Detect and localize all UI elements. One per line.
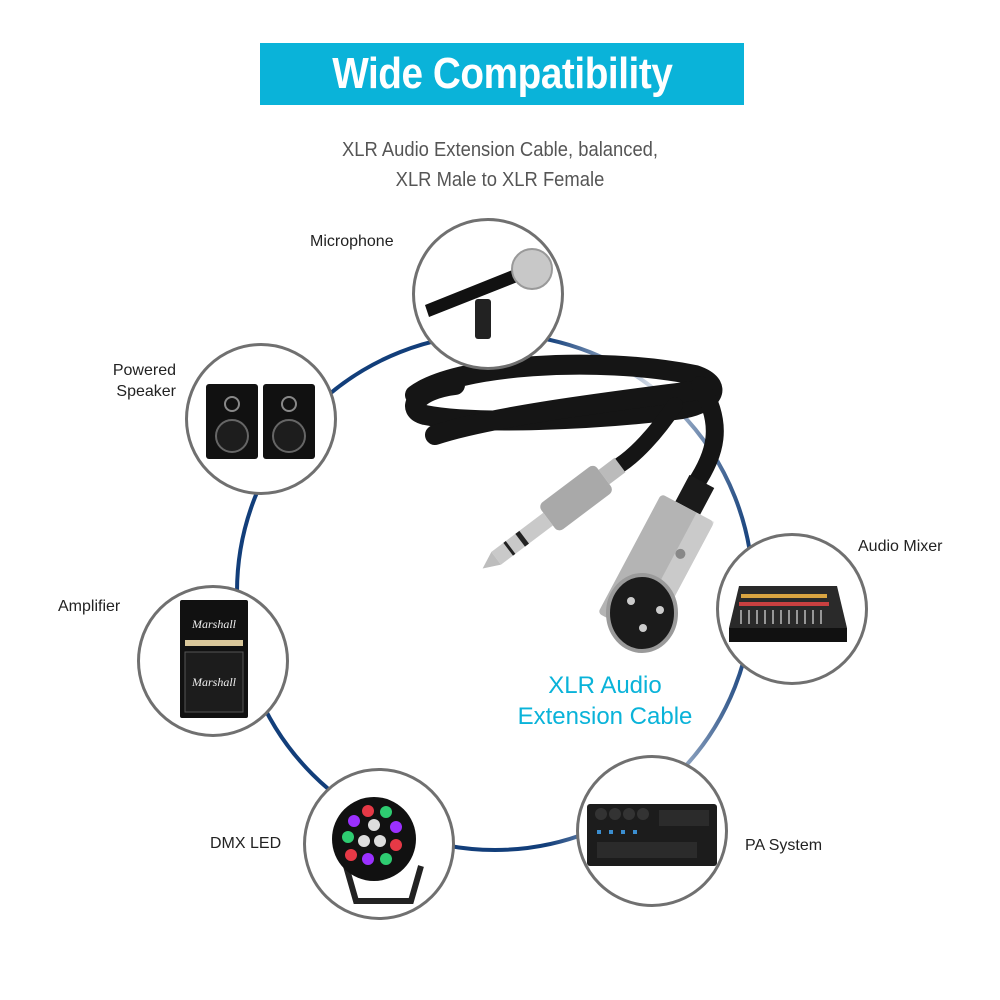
device-label-pa-system: PA System (745, 837, 823, 854)
subtitle: XLR Audio Extension Cable, balanced, XLR… (40, 135, 960, 195)
microphone-icon (425, 248, 553, 339)
subtitle-line-1: XLR Audio Extension Cable, balanced, (341, 139, 659, 161)
device-node-audio-mixer[interactable] (716, 533, 868, 685)
device-node-microphone[interactable] (412, 218, 564, 370)
device-node-amplifier[interactable]: Marshall Marshall (137, 585, 289, 737)
subtitle-line-2: XLR Male to XLR Female (395, 169, 605, 191)
device-label-speaker: Powered Speaker (112, 362, 176, 400)
speaker-icon (206, 384, 315, 459)
amplifier-icon: Marshall Marshall (180, 600, 248, 718)
device-label-audio-mixer: Audio Mixer (858, 538, 943, 555)
pa-mixer-icon (587, 804, 717, 866)
svg-text:Marshall: Marshall (191, 675, 237, 689)
device-node-pa-system[interactable] (576, 755, 728, 907)
xlr-cable-icon (405, 354, 724, 653)
device-label-amplifier: Amplifier (58, 598, 121, 615)
device-label-microphone: Microphone (310, 233, 394, 250)
product-label: XLR Audio Extension Cable (490, 670, 720, 732)
title-banner: Wide Compatibility (260, 43, 744, 105)
svg-text:Marshall: Marshall (191, 617, 237, 631)
device-node-speaker[interactable] (185, 343, 337, 495)
device-node-dmx-led[interactable] (303, 768, 455, 920)
audio-mixer-icon (729, 586, 847, 642)
product-label-line-1: XLR Audio (548, 672, 662, 699)
product-label-line-2: Extension Cable (517, 703, 693, 730)
device-label-dmx-led: DMX LED (210, 835, 282, 852)
led-light-icon (332, 797, 424, 904)
page-title: Wide Compatibility (331, 49, 673, 98)
